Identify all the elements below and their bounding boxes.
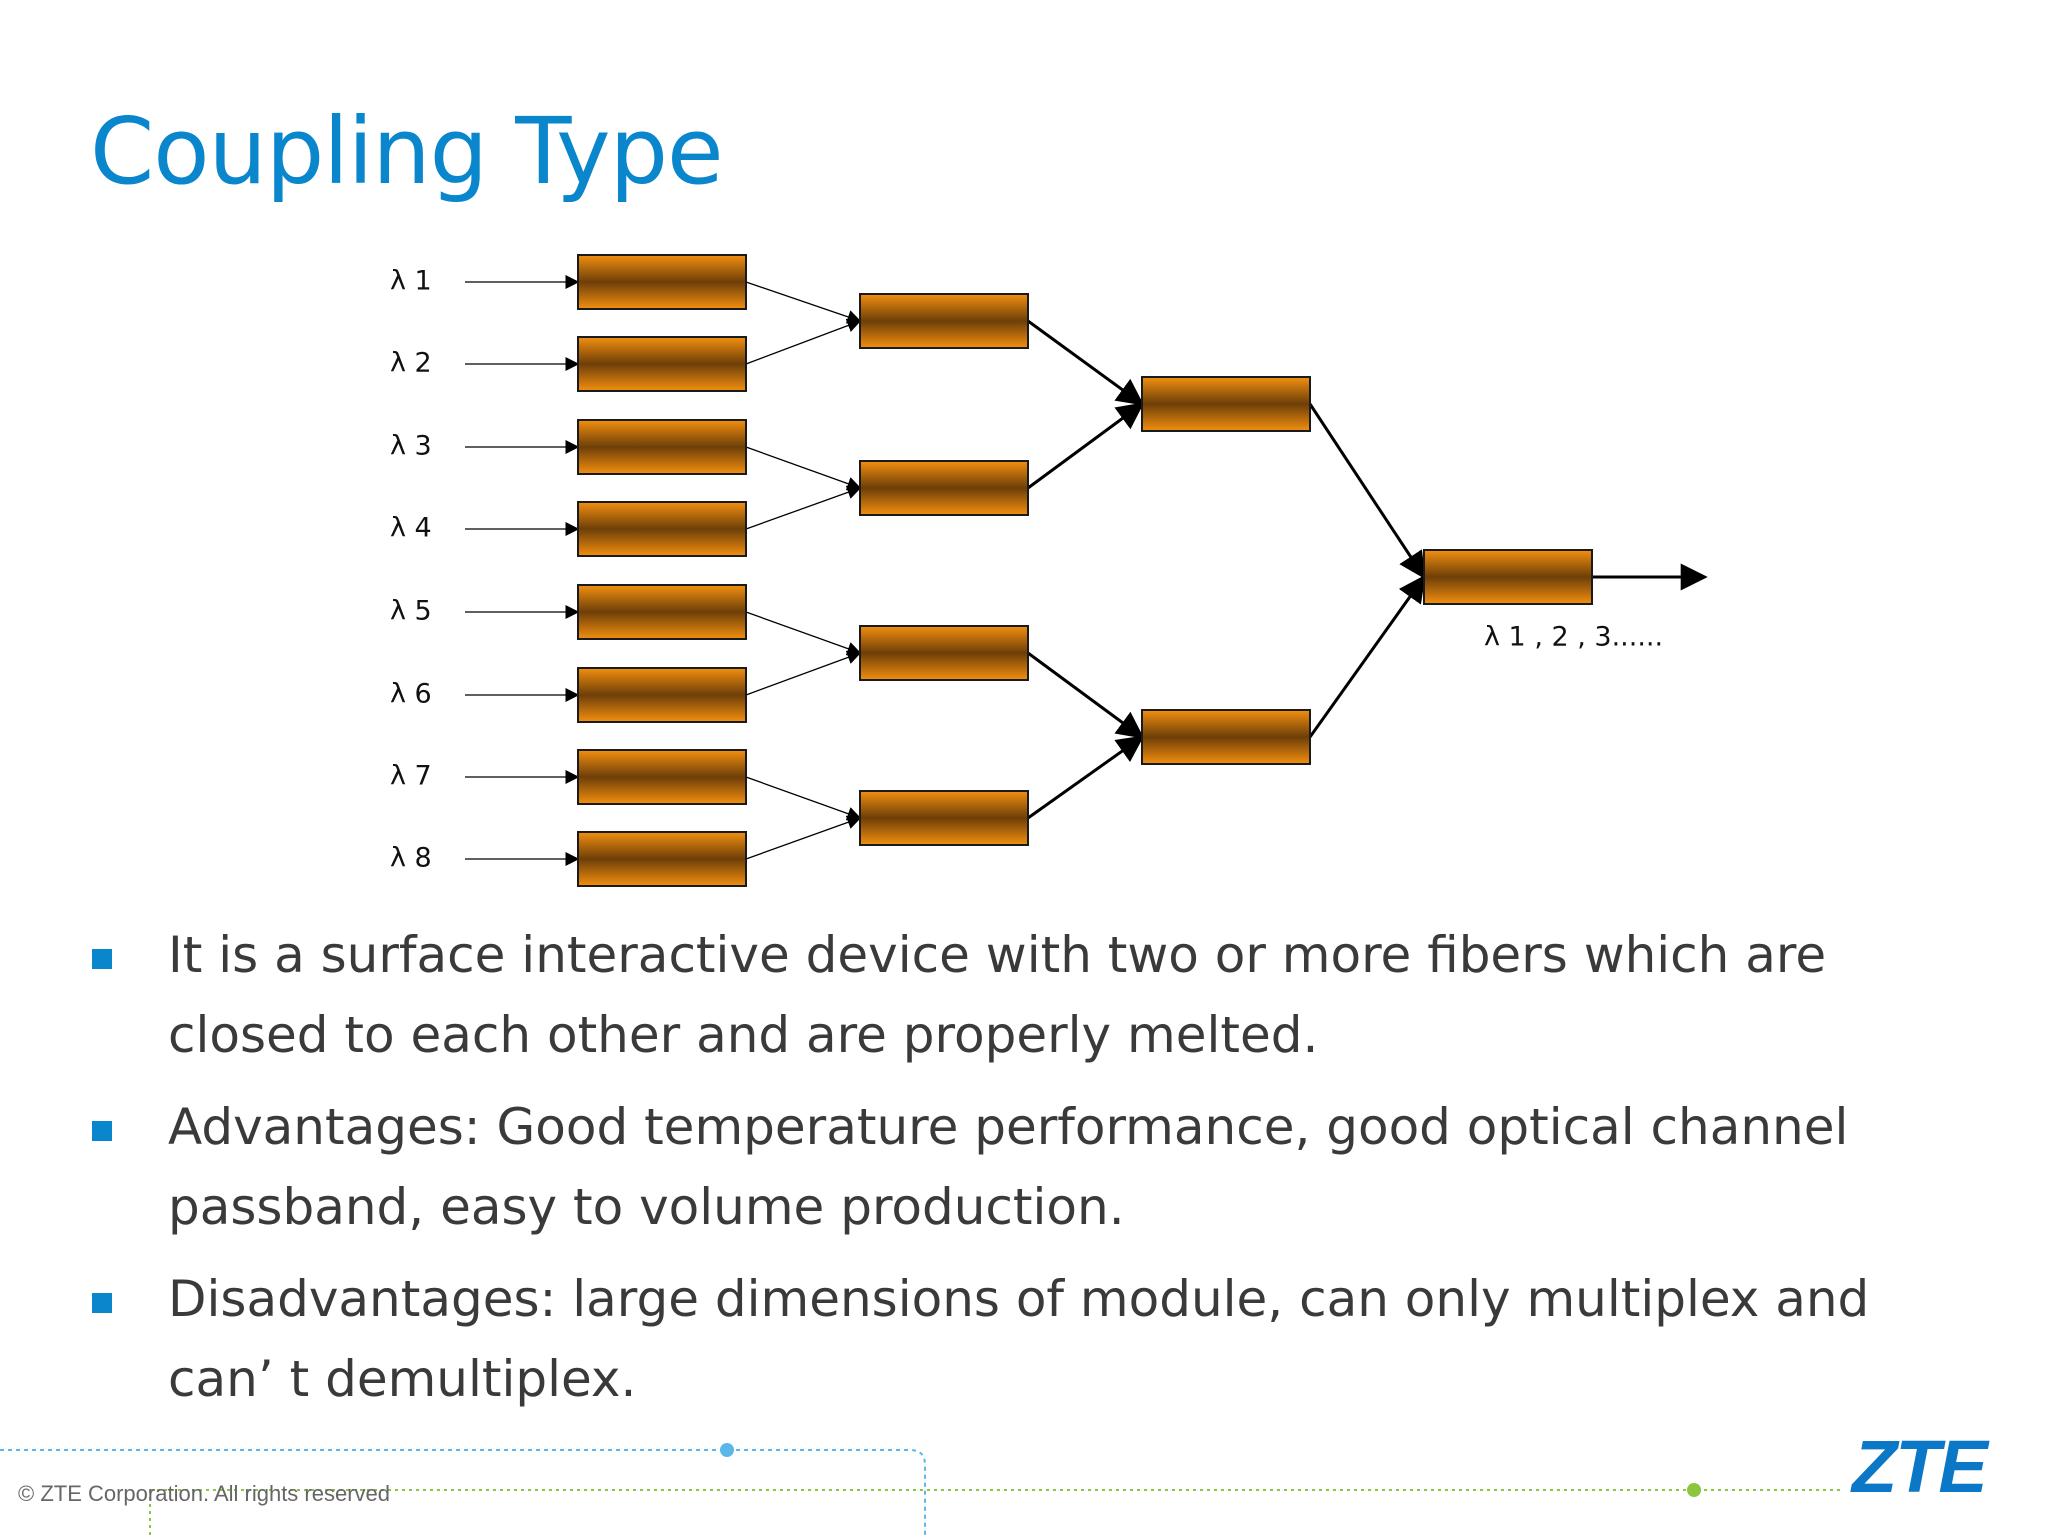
stage3-arrow-2 bbox=[1308, 574, 1426, 738]
coupler-stage1-7 bbox=[577, 749, 747, 805]
wavelength-label-1: λ 1 bbox=[390, 266, 432, 297]
stage1-arrow-6 bbox=[745, 650, 862, 696]
stage2-arrow-1 bbox=[1027, 319, 1145, 406]
coupler-stage1-2 bbox=[577, 336, 747, 392]
coupler-stage3-1 bbox=[1141, 376, 1311, 432]
stage1-arrow-7 bbox=[745, 776, 862, 821]
coupler-stage2-3 bbox=[859, 625, 1029, 681]
wavelength-label-2: λ 2 bbox=[390, 348, 432, 379]
wavelength-label-6: λ 6 bbox=[390, 679, 432, 710]
wavelength-labels: λ 1 λ 2 λ 3 λ 4 λ 5 λ 6 λ 7 λ 8 λ 1 , 2 , 3.....… bbox=[390, 266, 1663, 874]
bullet-text: Disadvantages: large dimensions of modul… bbox=[168, 1270, 1870, 1408]
stage1-arrow-4 bbox=[745, 485, 862, 530]
stage3-arrow-1 bbox=[1308, 403, 1426, 580]
zte-logo: ZTE bbox=[1852, 1425, 1988, 1508]
bullet-text: It is a surface interactive device with … bbox=[168, 926, 1827, 1064]
coupler-stage2-2 bbox=[859, 460, 1029, 516]
coupler-stage2-1 bbox=[859, 293, 1029, 349]
coupler-stage2-4 bbox=[859, 790, 1029, 846]
coupler-boxes bbox=[577, 254, 1593, 887]
stage2-arrow-2 bbox=[1027, 402, 1145, 490]
wavelength-label-4: λ 4 bbox=[390, 513, 432, 544]
connection-arrows bbox=[465, 275, 1708, 866]
output-wavelength-label: λ 1 , 2 , 3...... bbox=[1484, 622, 1663, 653]
bullet-square-icon bbox=[92, 1293, 112, 1313]
coupler-stage1-4 bbox=[577, 501, 747, 557]
bullet-square-icon bbox=[92, 1121, 112, 1141]
coupler-stage3-2 bbox=[1141, 709, 1311, 765]
slide-title: Coupling Type bbox=[90, 98, 724, 205]
copyright-text: © ZTE Corporation. All rights reserved bbox=[18, 1481, 391, 1506]
wavelength-label-5: λ 5 bbox=[390, 596, 432, 627]
coupler-stage1-8 bbox=[577, 831, 747, 887]
bullet-item-advantages: Advantages: Good temperature performance… bbox=[90, 1087, 1990, 1247]
stage1-arrow-3 bbox=[745, 446, 862, 491]
wavelength-label-8: λ 8 bbox=[390, 843, 432, 874]
coupler-stage1-3 bbox=[577, 419, 747, 475]
coupler-tree-diagram: λ 1 λ 2 λ 3 λ 4 λ 5 λ 6 λ 7 λ 8 λ 1 , 2 , 3.....… bbox=[390, 254, 1708, 887]
stage1-arrow-2 bbox=[745, 318, 862, 365]
bullet-item-description: It is a surface interactive device with … bbox=[90, 915, 1990, 1075]
coupler-stage1-1 bbox=[577, 254, 747, 310]
bullet-list: It is a surface interactive device with … bbox=[90, 915, 1990, 1431]
coupler-stage1-5 bbox=[577, 584, 747, 640]
coupler-final bbox=[1423, 549, 1593, 605]
stage1-arrow-1 bbox=[745, 281, 862, 324]
bullet-text: Advantages: Good temperature performance… bbox=[168, 1098, 1849, 1236]
wavelength-label-7: λ 7 bbox=[390, 761, 432, 792]
bullet-square-icon bbox=[92, 949, 112, 969]
wavelength-label-3: λ 3 bbox=[390, 431, 432, 462]
footer-decoration bbox=[0, 1443, 1840, 1536]
bullet-item-disadvantages: Disadvantages: large dimensions of modul… bbox=[90, 1259, 1990, 1419]
stage1-arrow-8 bbox=[745, 815, 862, 860]
coupler-stage1-6 bbox=[577, 667, 747, 723]
stage2-arrow-4 bbox=[1027, 735, 1145, 820]
stage1-arrow-5 bbox=[745, 611, 862, 656]
stage2-arrow-3 bbox=[1027, 651, 1145, 739]
